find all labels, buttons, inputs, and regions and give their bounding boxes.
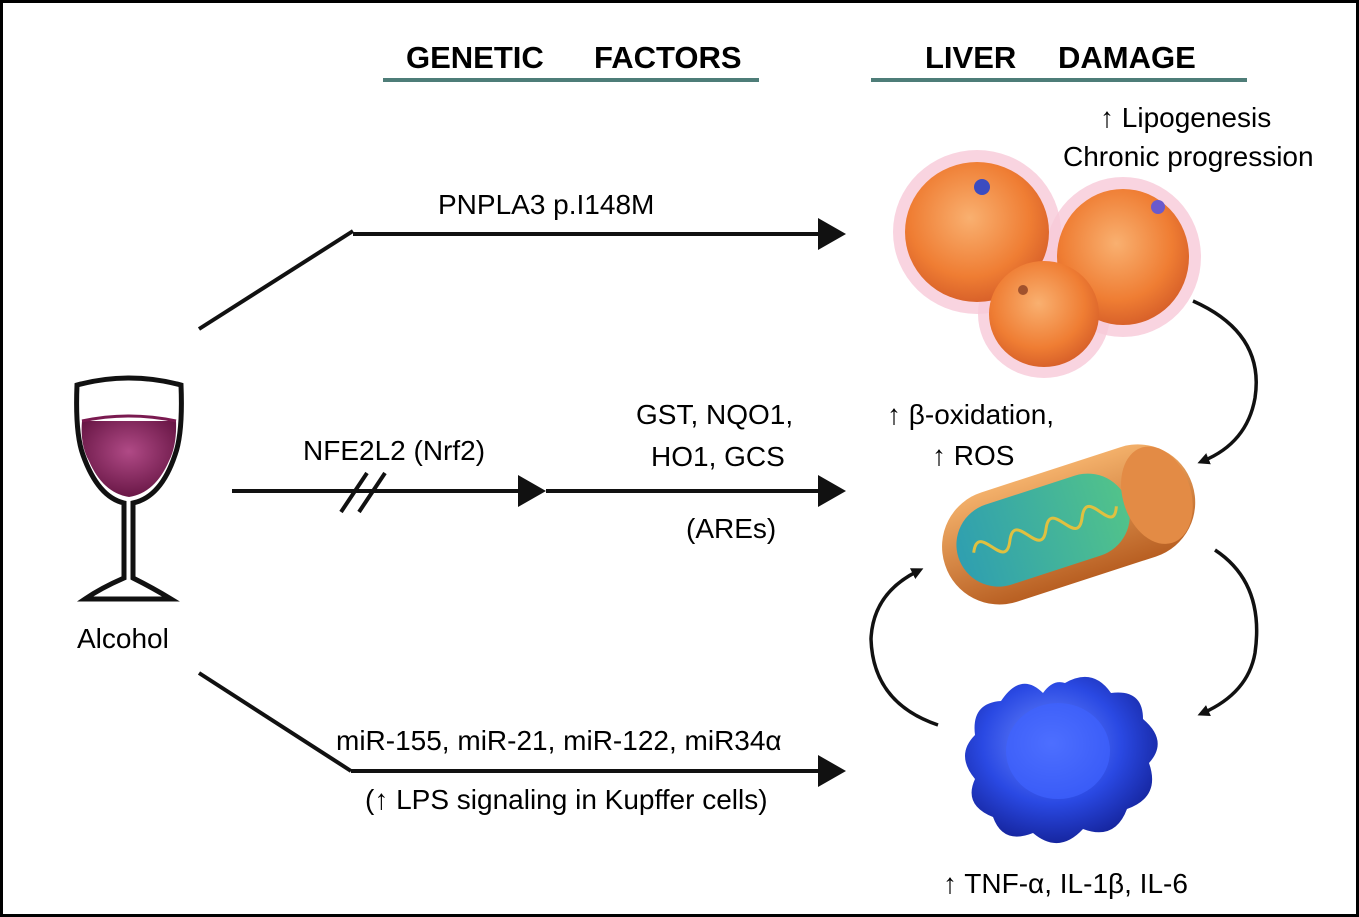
beta-oxidation-label: ↑ β-oxidation, [887, 399, 1054, 430]
header-genetic: GENETIC [406, 40, 544, 75]
nrf2-arrowhead [518, 475, 546, 507]
header-damage: DAMAGE [1058, 40, 1196, 75]
kupffer-cell-icon [965, 676, 1158, 844]
are-arrowhead [818, 475, 846, 507]
break-mark-2 [357, 471, 387, 514]
hepatocytes-icon [893, 150, 1201, 378]
lps-label: (↑ LPS signaling in Kupffer cells) [365, 784, 768, 815]
ares-label: (AREs) [686, 513, 776, 544]
cytokines-label: ↑ TNF-α, IL-1β, IL-6 [943, 868, 1188, 899]
nrf2-label: NFE2L2 (Nrf2) [303, 435, 485, 466]
wine-glass-icon [74, 375, 184, 602]
kupffer-to-mitochondrion-arrow [869, 568, 939, 727]
targets-line2: HO1, GCS [651, 441, 785, 472]
diagram-canvas: GENETIC FACTORS LIVER DAMAGE Alcohol PNP… [74, 40, 1314, 899]
break-mark-1 [339, 471, 369, 514]
header-liver: LIVER [925, 40, 1016, 75]
mirna-label: miR-155, miR-21, miR-122, miR34α [336, 725, 782, 756]
pnpla3-arrowhead [818, 218, 846, 250]
mirna-branch-line [197, 671, 353, 773]
ros-label: ↑ ROS [932, 440, 1014, 471]
pnpla3-branch-line [197, 229, 355, 331]
chronic-progression-label: Chronic progression [1063, 141, 1314, 172]
mirna-arrowhead [818, 755, 846, 787]
header-factors: FACTORS [594, 40, 742, 75]
lipogenesis-label: ↑ Lipogenesis [1100, 102, 1271, 133]
mitochondrion-icon [942, 444, 1196, 605]
hepatocyte-to-mitochondrion-arrow [1192, 299, 1258, 465]
pnpla3-label: PNPLA3 p.I148M [438, 189, 654, 220]
targets-line1: GST, NQO1, [636, 399, 793, 430]
alcohol-label: Alcohol [77, 623, 169, 654]
mitochondrion-to-kupffer-arrow [1197, 548, 1259, 717]
